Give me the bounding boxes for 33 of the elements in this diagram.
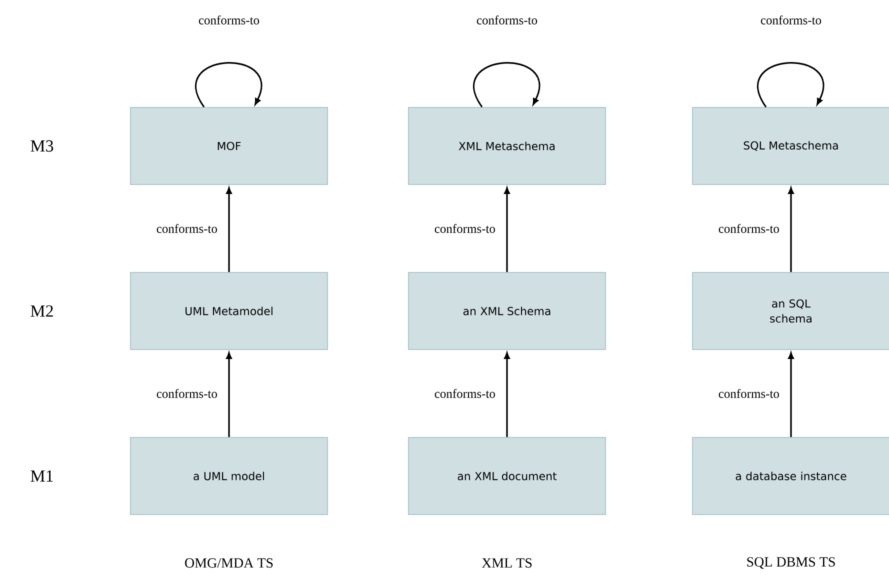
process-box: MOF — [130, 107, 328, 185]
edge-label: conforms-to — [476, 16, 538, 24]
edge-label: conforms-to — [434, 389, 495, 398]
arrow — [504, 187, 510, 272]
process-box: an XML Schema — [408, 272, 606, 350]
arrow — [226, 187, 232, 272]
edge-label: conforms-to — [156, 224, 217, 233]
edge-label: conforms-to — [198, 16, 260, 24]
level-label: M1 — [30, 470, 53, 482]
process-box: SQL Metaschema — [692, 107, 889, 185]
arrow — [226, 352, 232, 437]
edge-label: conforms-to — [760, 16, 822, 24]
arrow — [504, 352, 510, 437]
level-label: M2 — [30, 305, 53, 317]
arrow — [788, 352, 794, 437]
process-box: an SQL schema — [692, 272, 889, 350]
column-label: SQL DBMS TS — [747, 557, 835, 569]
edge-label: conforms-to — [718, 224, 779, 233]
process-box: UML Metamodel — [130, 272, 328, 350]
process-box: a database instance — [692, 436, 889, 515]
column-label: XML TS — [482, 558, 532, 568]
loop-arrow — [195, 62, 262, 108]
process-box: an XML document — [408, 436, 606, 515]
process-box: a UML model — [130, 436, 328, 515]
edge-label: conforms-to — [156, 389, 217, 398]
loop-arrow — [473, 62, 540, 108]
arrow — [788, 187, 794, 272]
edge-label: conforms-to — [718, 389, 779, 398]
loop-arrow — [757, 62, 824, 108]
process-box: XML Metaschema — [408, 107, 606, 185]
edge-label: conforms-to — [434, 224, 495, 233]
level-label: M3 — [30, 140, 54, 152]
column-label: OMG/MDA TS — [185, 558, 273, 568]
